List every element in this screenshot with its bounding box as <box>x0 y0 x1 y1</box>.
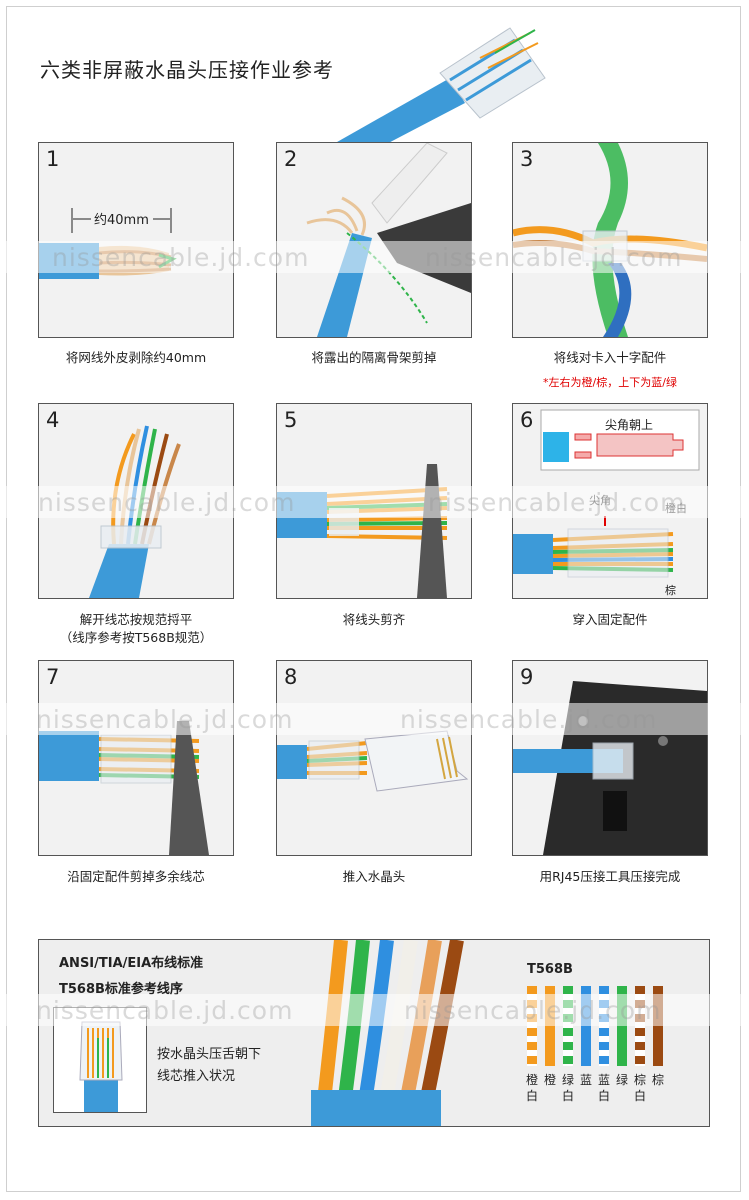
page-title: 六类非屏蔽水晶头压接作业参考 <box>40 58 334 82</box>
step-number: 4 <box>46 408 60 432</box>
cut-separator-image <box>306 143 471 337</box>
step-number: 9 <box>520 665 534 689</box>
step-4-card: 4 <box>38 403 234 599</box>
step-6-card: 6 尖角朝上 尖角 橙白 棕 <box>512 403 708 599</box>
step-3-note: *左右为橙/棕，上下为蓝/绿 <box>543 376 677 389</box>
step-4-caption: 解开线芯按规范捋平 <box>79 612 193 627</box>
wire-order-diagram: 橙白橙绿白蓝蓝白绿棕白棕 <box>525 986 667 1106</box>
step-5-caption: 将线头剪齐 <box>342 612 406 627</box>
step-number: 5 <box>284 408 298 432</box>
wire-3 <box>563 986 573 1066</box>
step-6-caption: 穿入固定配件 <box>572 612 648 627</box>
step-8-caption: 推入水晶头 <box>342 869 406 884</box>
wire-label-1: 橙白 <box>525 1073 538 1103</box>
wire-label-2: 橙 <box>543 1073 556 1087</box>
step-3-caption: 将线对卡入十字配件 <box>553 350 667 365</box>
t568b-title: T568B <box>527 962 573 977</box>
insert-fixture-image <box>513 409 700 578</box>
trim-wires-image <box>277 464 448 598</box>
length-label: 约40mm <box>94 213 149 228</box>
step-5-card: 5 <box>276 403 472 599</box>
step-9-card: 9 <box>512 660 708 856</box>
wire-label-6: 绿 <box>615 1073 628 1087</box>
wire-5 <box>599 986 609 1066</box>
standard-panel: ANSI/TIA/EIA布线标准 T568B标准参考线序 按水晶头压舌朝下 线芯… <box>38 939 710 1127</box>
step-1-caption: 将网线外皮剥除约40mm <box>65 350 207 365</box>
step-2-card: 2 <box>276 142 472 338</box>
step-8-card: 8 <box>276 660 472 856</box>
plug-description: 按水晶头压舌朝下 线芯推入状况 <box>157 1047 262 1084</box>
wire-6 <box>617 986 627 1066</box>
step-2-caption: 将露出的隔离骨架剪掉 <box>311 350 437 365</box>
hero-connector-image <box>330 27 546 148</box>
cable-pairs-image <box>311 940 464 1126</box>
step-number: 3 <box>520 147 534 171</box>
crimp-tool-image <box>513 681 707 855</box>
wire-4 <box>581 986 591 1066</box>
standard-title: ANSI/TIA/EIA布线标准 <box>59 956 204 971</box>
step-number: 7 <box>46 665 60 689</box>
orange-white-label: 橙白 <box>665 502 687 515</box>
tip-label: 尖角 <box>589 494 611 507</box>
brown-label: 棕 <box>665 584 676 597</box>
wire-8 <box>653 986 663 1066</box>
plug-thumbnail <box>53 1007 147 1113</box>
step-4-caption-2: （线序参考按T568B规范） <box>59 630 213 645</box>
step-number: 2 <box>284 147 298 171</box>
wire-label-5: 蓝白 <box>597 1073 610 1103</box>
step-1-card: 1 约40mm <box>38 142 234 338</box>
wire-label-3: 绿白 <box>561 1073 574 1103</box>
step-7-caption: 沿固定配件剪掉多余线芯 <box>67 869 205 884</box>
plug-thumbnail-image <box>79 1021 123 1112</box>
cross-spline-image <box>513 143 707 337</box>
wire-label-8: 棕 <box>651 1073 664 1087</box>
step-3-card: 3 <box>512 142 708 338</box>
strip-cable-image <box>39 208 177 279</box>
wire-7 <box>635 986 645 1066</box>
step-number: 1 <box>46 147 60 171</box>
step-number: 6 <box>520 408 534 432</box>
standard-subtitle: T568B标准参考线序 <box>59 982 183 997</box>
tip-up-label: 尖角朝上 <box>605 418 654 432</box>
step-7-card: 7 <box>38 660 234 856</box>
wire-label-4: 蓝 <box>579 1073 592 1087</box>
insert-plug-image <box>277 730 469 792</box>
step-9-caption: 用RJ45压接工具压接完成 <box>539 869 681 884</box>
step-number: 8 <box>284 665 298 689</box>
wire-1 <box>527 986 537 1066</box>
wire-2 <box>545 986 555 1066</box>
straighten-wires-image <box>89 425 181 598</box>
cut-excess-image <box>39 721 209 855</box>
wire-label-7: 棕白 <box>633 1073 646 1103</box>
